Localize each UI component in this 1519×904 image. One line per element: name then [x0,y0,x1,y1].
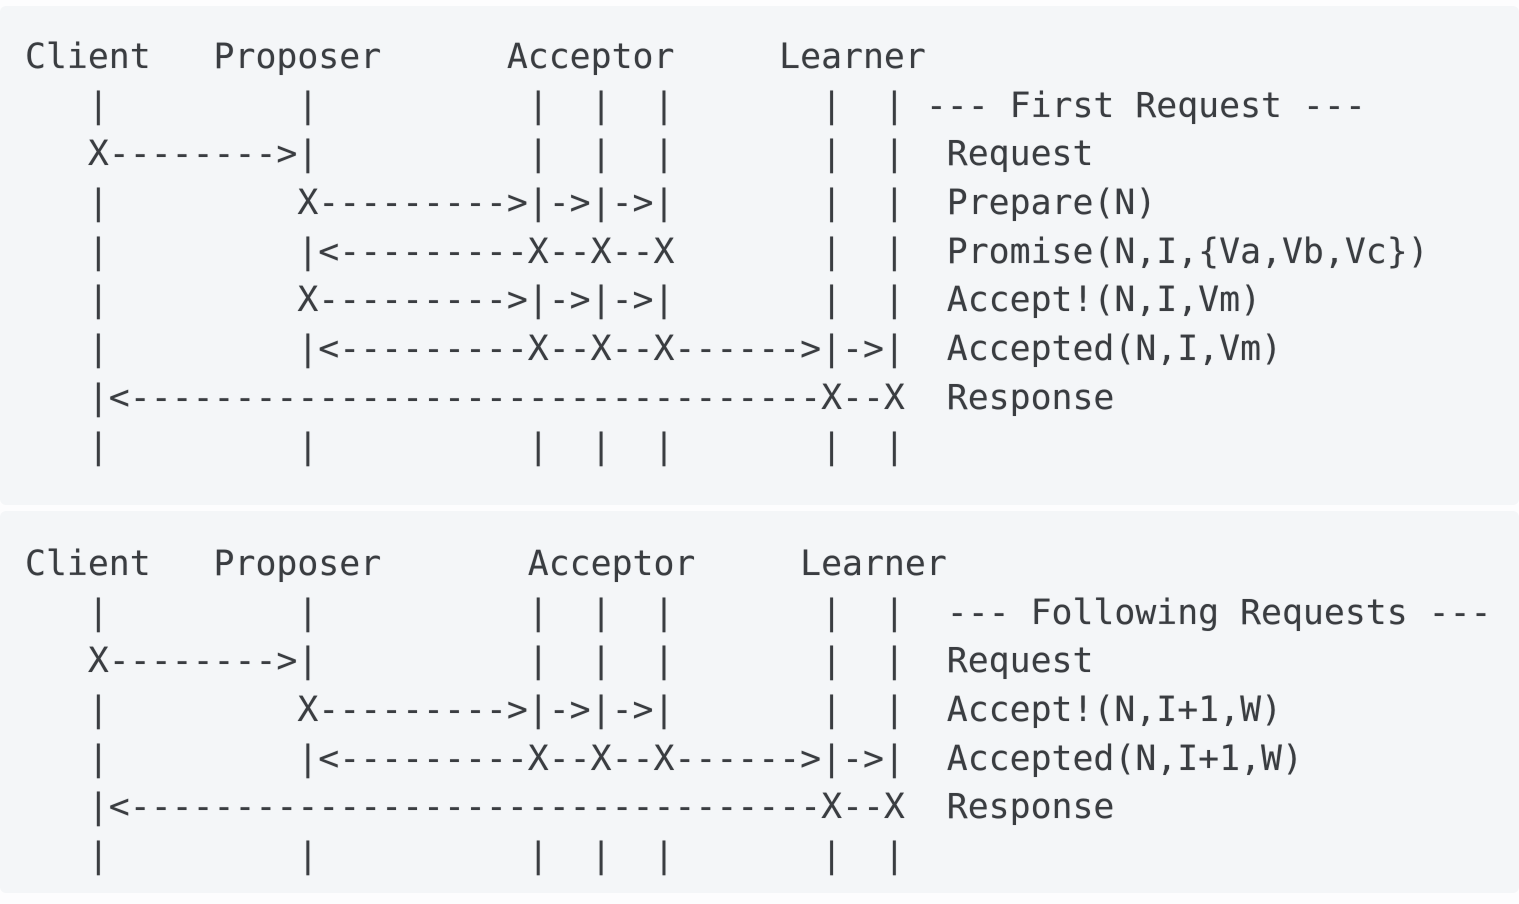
diagram-line-accepted: | |<---------X--X--X------>|->| Accepted… [25,329,1282,370]
diagram-line-accepted: | |<---------X--X--X------>|->| Accepted… [25,738,1303,779]
diagram-line-lifelines: | | | | | | | [25,426,905,467]
diagram-line-accept: | X--------->|->|->| | | Accept!(N,I+1,W… [25,690,1282,731]
diagram-header-participants: Client Proposer Acceptor Learner [25,544,947,584]
first-request-diagram-block: Client Proposer Acceptor Learner | | | |… [0,6,1519,505]
diagram-line-response: |<---------------------------------X--X … [25,787,1115,828]
diagram-line-request: X-------->| | | | | | Request [25,641,1094,682]
diagram-line-section-title: | | | | | | | --- First Request --- [25,85,1366,126]
diagram-line-accept: | X--------->|->|->| | | Accept!(N,I,Vm) [25,280,1262,321]
diagram-line-section-title: | | | | | | | --- Following Requests --- [25,592,1492,633]
following-requests-diagram-block: Client Proposer Acceptor Learner | | | |… [0,511,1519,893]
diagram-line-prepare: | X--------->|->|->| | | Prepare(N) [25,183,1157,224]
diagram-line-request: X-------->| | | | | | Request [25,134,1094,175]
diagram-header-participants: Client Proposer Acceptor Learner [25,37,926,77]
diagram-line-lifelines: | | | | | | | [25,836,905,877]
diagram-line-response: |<---------------------------------X--X … [25,377,1115,418]
diagram-line-promise: | |<---------X--X--X | | Promise(N,I,{Va… [25,231,1429,272]
